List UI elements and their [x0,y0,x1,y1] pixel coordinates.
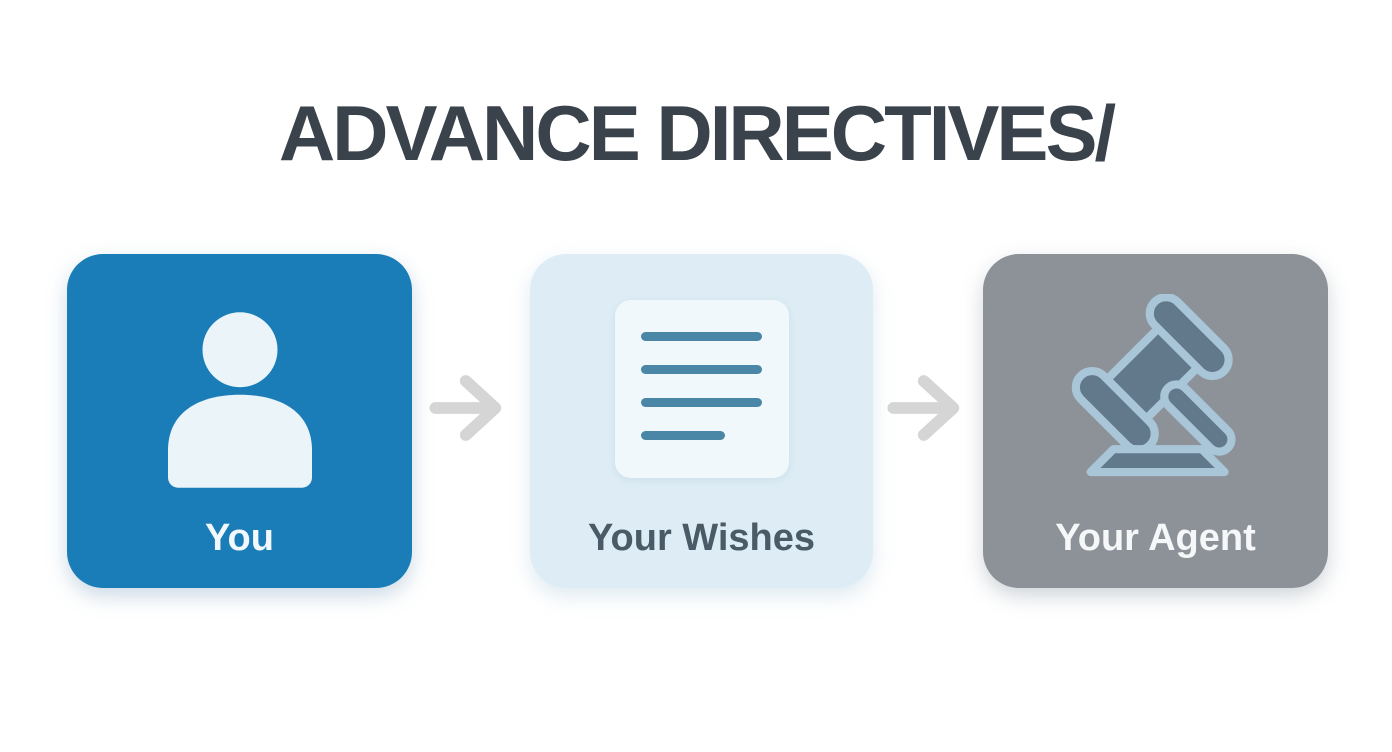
person-icon [167,312,312,488]
document-line [640,431,725,440]
page-title: ADVANCE DIRECTIVES/ [278,89,1116,177]
step-card-your-agent: Your Agent [983,254,1328,588]
arrow-right-icon [887,375,960,441]
document-icon [614,300,789,478]
arrow-right-icon [429,375,502,441]
step-label-your-agent: Your Agent [1055,517,1256,559]
document-line [640,332,762,341]
step-card-your-wishes: Your Wishes [530,254,873,588]
document-line [640,365,762,374]
step-label-you: You [205,517,274,559]
gavel-icon [1071,294,1236,477]
document-line [640,398,762,407]
step-card-you: You [67,254,412,588]
step-label-your-wishes: Your Wishes [588,517,815,559]
